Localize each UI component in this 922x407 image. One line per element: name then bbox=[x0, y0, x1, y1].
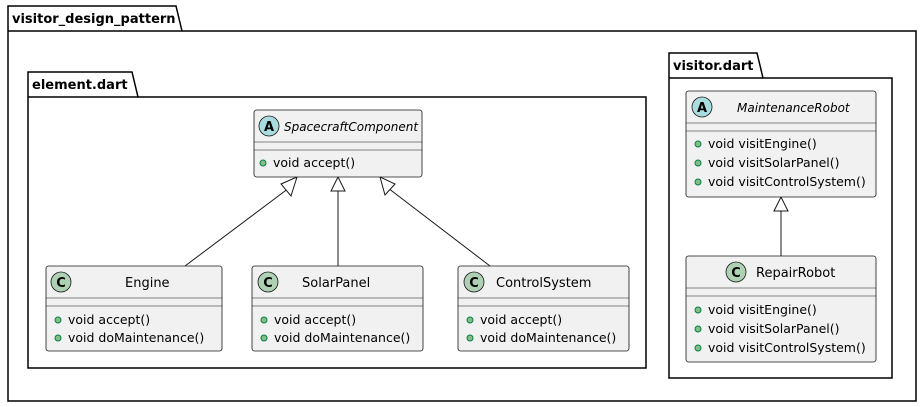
package-visitor-design-pattern: visitor_design_pattern bbox=[7, 5, 917, 402]
public-method-icon bbox=[260, 316, 268, 324]
method: void visitEngine() bbox=[708, 136, 817, 151]
method: void visitSolarPanel() bbox=[708, 155, 840, 170]
public-method-icon bbox=[694, 344, 702, 352]
class-spacecraftcomponent[interactable]: A SpacecraftComponent void accept() bbox=[253, 109, 423, 178]
public-method-icon bbox=[466, 316, 474, 324]
package-visitor-dart: visitor.dart bbox=[668, 52, 893, 379]
method: void visitControlSystem() bbox=[708, 174, 866, 189]
class-repairrobot[interactable]: C RepairRobot void visitEngine() void vi… bbox=[685, 255, 877, 363]
stereotype-letter: C bbox=[469, 276, 479, 291]
public-method-icon bbox=[694, 178, 702, 186]
public-method-icon bbox=[260, 334, 268, 342]
class-solarpanel[interactable]: C SolarPanel void accept() void doMainte… bbox=[251, 265, 424, 352]
stereotype-letter: A bbox=[697, 101, 707, 116]
class-icon bbox=[257, 271, 279, 293]
class-engine[interactable]: C Engine void accept() void doMaintenanc… bbox=[45, 265, 223, 352]
class-controlsystem[interactable]: C ControlSystem void accept() void doMai… bbox=[457, 265, 630, 352]
method: void doMaintenance() bbox=[480, 330, 616, 345]
class-icon bbox=[725, 261, 747, 283]
package-label: visitor_design_pattern bbox=[12, 12, 176, 27]
edge-engine-to-spacecraftcomponent bbox=[184, 187, 290, 267]
package-label: element.dart bbox=[32, 78, 128, 93]
class-name: Engine bbox=[125, 276, 170, 291]
class-maintenancerobot[interactable]: A MaintenanceRobot void visitEngine() vo… bbox=[685, 90, 877, 198]
method: void accept() bbox=[274, 312, 356, 327]
inheritance-arrowhead bbox=[379, 176, 396, 197]
public-method-icon bbox=[259, 159, 267, 167]
inheritance-arrowhead bbox=[280, 176, 298, 198]
stereotype-letter: C bbox=[731, 266, 741, 281]
method: void doMaintenance() bbox=[68, 330, 204, 345]
inheritance-arrowhead bbox=[330, 175, 346, 192]
package-element-dart: element.dart bbox=[27, 71, 647, 369]
class-name: MaintenanceRobot bbox=[737, 101, 851, 115]
public-method-icon bbox=[54, 316, 62, 324]
package-label: visitor.dart bbox=[673, 59, 753, 74]
method: void accept() bbox=[273, 155, 355, 170]
class-icon bbox=[463, 271, 485, 293]
class-name: ControlSystem bbox=[496, 276, 591, 291]
edge-controlsystem-to-spacecraftcomponent bbox=[387, 187, 491, 267]
public-method-icon bbox=[694, 306, 702, 314]
inheritance-arrowhead bbox=[773, 195, 789, 212]
method: void visitSolarPanel() bbox=[708, 321, 840, 336]
method: void accept() bbox=[68, 312, 150, 327]
method: void accept() bbox=[480, 312, 562, 327]
method: void doMaintenance() bbox=[274, 330, 410, 345]
inheritance-edges bbox=[184, 175, 789, 267]
stereotype-letter: A bbox=[264, 120, 274, 135]
class-name: SolarPanel bbox=[302, 276, 370, 291]
class-icon bbox=[50, 271, 72, 293]
class-name: SpacecraftComponent bbox=[284, 120, 419, 134]
method: void visitEngine() bbox=[708, 302, 817, 317]
public-method-icon bbox=[466, 334, 474, 342]
method: void visitControlSystem() bbox=[708, 340, 866, 355]
stereotype-letter: C bbox=[56, 276, 66, 291]
public-method-icon bbox=[694, 325, 702, 333]
public-method-icon bbox=[694, 159, 702, 167]
abstract-class-icon bbox=[258, 115, 280, 137]
abstract-class-icon bbox=[691, 96, 713, 118]
stereotype-letter: C bbox=[263, 276, 273, 291]
public-method-icon bbox=[54, 334, 62, 342]
public-method-icon bbox=[694, 140, 702, 148]
class-name: RepairRobot bbox=[756, 266, 835, 281]
